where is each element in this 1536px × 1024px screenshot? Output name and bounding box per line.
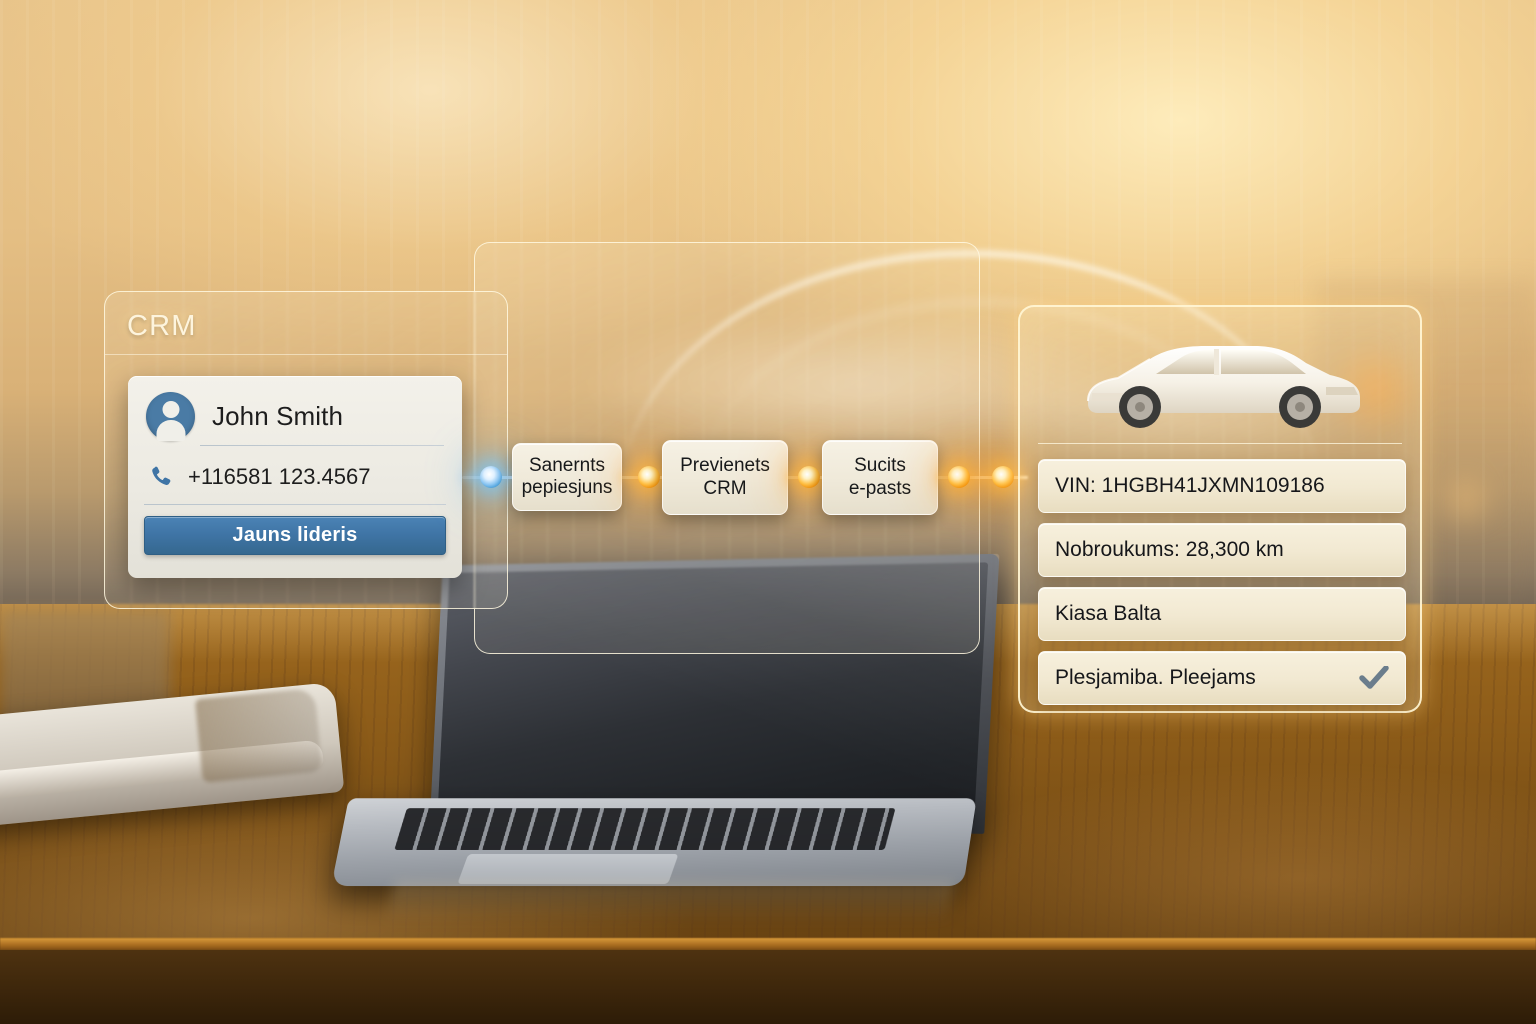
node-step-1[interactable] xyxy=(638,466,660,488)
flow-step-1-label: Sanerntspepiesjuns xyxy=(522,455,613,500)
phone-icon xyxy=(148,464,174,490)
contact-card-divider-2 xyxy=(144,504,446,505)
contact-card-divider-1 xyxy=(200,445,444,446)
spec-row-vin[interactable]: VIN: 1HGBH41JXMN109186 xyxy=(1038,459,1406,513)
flow-step-3-label: Sucitse-pasts xyxy=(849,455,911,500)
flow-step-2-label: PrevienetsCRM xyxy=(680,455,770,500)
spec-row-availability[interactable]: Plesjamiba. Pleejams xyxy=(1038,651,1406,705)
laptop-keyboard xyxy=(394,808,895,850)
flow-step-3[interactable]: Sucitse-pasts xyxy=(822,440,938,515)
laptop-desk-reflection xyxy=(386,882,955,922)
node-output[interactable] xyxy=(992,466,1014,488)
node-input[interactable] xyxy=(480,466,502,488)
new-lead-button[interactable]: Jauns lideris xyxy=(144,516,446,555)
flow-step-2[interactable]: PrevienetsCRM xyxy=(662,440,788,515)
spec-row-color[interactable]: Kiasa Balta xyxy=(1038,587,1406,641)
white-sedan-car-image xyxy=(1078,331,1370,435)
flow-step-1[interactable]: Sanerntspepiesjuns xyxy=(512,443,622,511)
desk-front-panel xyxy=(0,950,1536,1024)
spec-row-mileage-label: Nobroukums: 28,300 km xyxy=(1055,538,1284,562)
spec-row-color-label: Kiasa Balta xyxy=(1055,602,1161,626)
contact-card[interactable]: John Smith +116581 123.4567 Jauns lideri… xyxy=(128,376,462,578)
node-step-2[interactable] xyxy=(798,466,820,488)
contact-name: John Smith xyxy=(212,401,343,432)
contact-name-row: John Smith xyxy=(146,392,343,441)
user-avatar-icon xyxy=(146,392,195,441)
crm-panel-title: CRM xyxy=(127,310,197,343)
contact-phone: +116581 123.4567 xyxy=(188,464,371,490)
contact-phone-row: +116581 123.4567 xyxy=(148,464,371,490)
vehicle-panel: VIN: 1HGBH41JXMN109186 Nobroukums: 28,30… xyxy=(1018,305,1422,713)
checkmark-icon xyxy=(1359,666,1389,690)
spec-row-vin-label: VIN: 1HGBH41JXMN109186 xyxy=(1055,474,1325,498)
notebook-spine xyxy=(195,688,322,783)
spec-row-mileage[interactable]: Nobroukums: 28,300 km xyxy=(1038,523,1406,577)
laptop-trackpad xyxy=(457,854,678,884)
spec-row-availability-label: Plesjamiba. Pleejams xyxy=(1055,666,1256,690)
vehicle-panel-divider xyxy=(1038,443,1402,444)
desk-edge xyxy=(0,938,1536,950)
laptop-base xyxy=(331,798,977,886)
node-step-3[interactable] xyxy=(948,466,970,488)
crm-panel-divider xyxy=(105,354,507,355)
